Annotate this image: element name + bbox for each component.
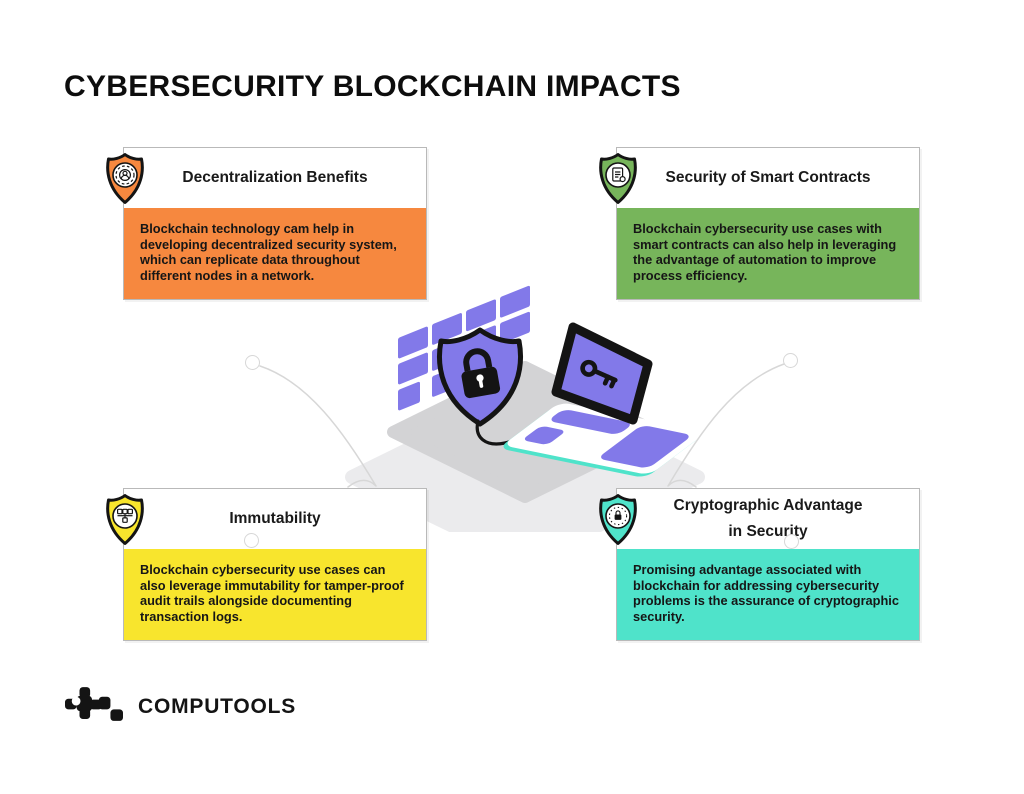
card-decentralization-benefits: Decentralization Benefits Blockchain tec… — [106, 147, 427, 300]
card-title: Cryptographic Advantage — [673, 497, 863, 515]
connector-node-left — [245, 355, 260, 370]
card-body-text: Blockchain cybersecurity use cases can a… — [124, 549, 426, 640]
card-title: Immutability — [229, 510, 321, 528]
shield-blockchain-icon — [103, 492, 147, 547]
computools-logo: COMPUTOOLS — [65, 687, 296, 722]
card-header: Decentralization Benefits — [124, 148, 426, 208]
key-icon — [580, 359, 618, 389]
card-title: Security of Smart Contracts — [665, 169, 871, 187]
shield-contract-icon — [596, 151, 640, 206]
connector-node-cryptographic — [784, 534, 799, 549]
shield-lock-icon — [436, 327, 524, 427]
computools-logo-text: COMPUTOOLS — [138, 694, 297, 718]
card-cryptographic-advantage: Cryptographic Advantage in Security Prom… — [599, 488, 920, 641]
connector-node-right — [783, 353, 798, 368]
card-immutability: Immutability Blockchain cybersecurity us… — [106, 488, 427, 641]
card-body-text: Blockchain cybersecurity use cases with … — [617, 208, 919, 299]
card-body-text: Blockchain technology cam help in develo… — [124, 208, 426, 299]
card-header: Immutability — [124, 489, 426, 549]
card-security-smart-contracts: Security of Smart Contracts Blockchain c… — [599, 147, 920, 300]
connector-node-immutability — [244, 533, 259, 548]
shield-lock-dial-icon — [596, 492, 640, 547]
card-body-text: Promising advantage associated with bloc… — [617, 549, 919, 640]
computools-logo-icon — [65, 687, 123, 721]
connector-curve-right — [667, 363, 785, 488]
laptop-icon — [503, 322, 702, 477]
blockchain-security-illustration — [330, 268, 730, 532]
card-header: Security of Smart Contracts — [617, 148, 919, 208]
shield-gear-user-icon — [103, 151, 147, 206]
card-header: Cryptographic Advantage in Security — [617, 489, 919, 549]
card-title: Decentralization Benefits — [182, 169, 368, 187]
connector-curve-left — [259, 365, 377, 488]
page-title: CYBERSECURITY BLOCKCHAIN IMPACTS — [64, 70, 681, 103]
